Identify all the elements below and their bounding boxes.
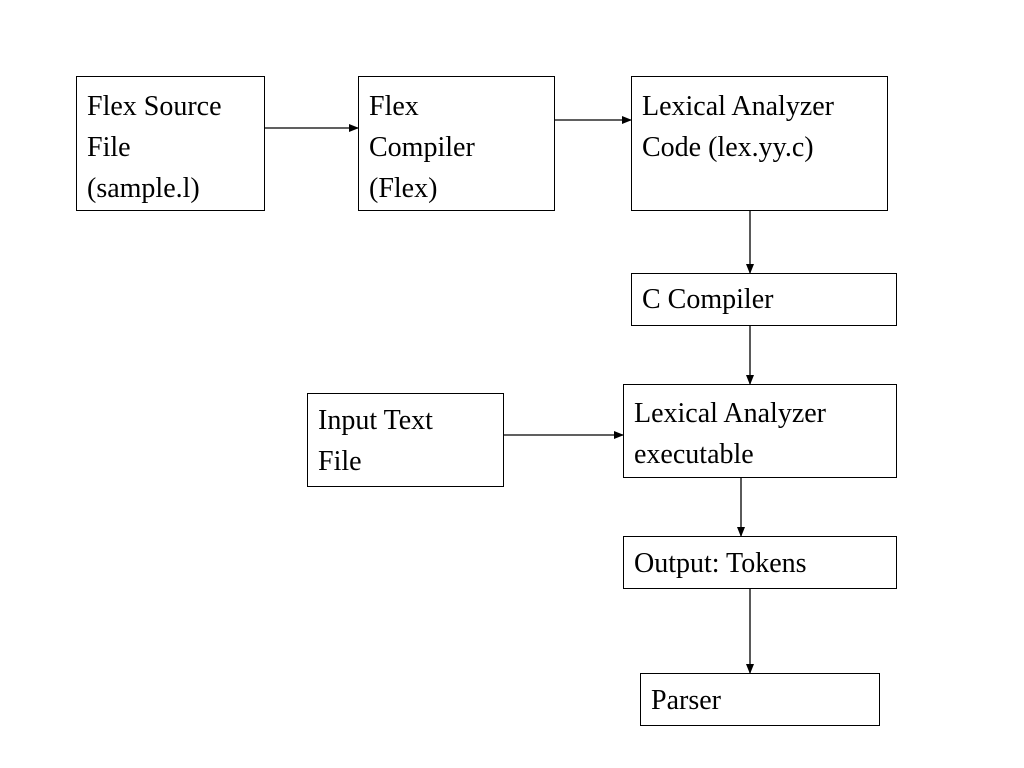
lexical-analyzer-executable-node: Lexical Analyzer executable (623, 384, 897, 478)
input-text-file-node: Input Text File (307, 393, 504, 487)
parser-node: Parser (640, 673, 880, 726)
flex-source-file-node: Flex Source File (sample.l) (76, 76, 265, 211)
flex-compiler-node: Flex Compiler (Flex) (358, 76, 555, 211)
c-compiler-node: C Compiler (631, 273, 897, 326)
output-tokens-node: Output: Tokens (623, 536, 897, 589)
lexical-analyzer-code-node: Lexical Analyzer Code (lex.yy.c) (631, 76, 888, 211)
